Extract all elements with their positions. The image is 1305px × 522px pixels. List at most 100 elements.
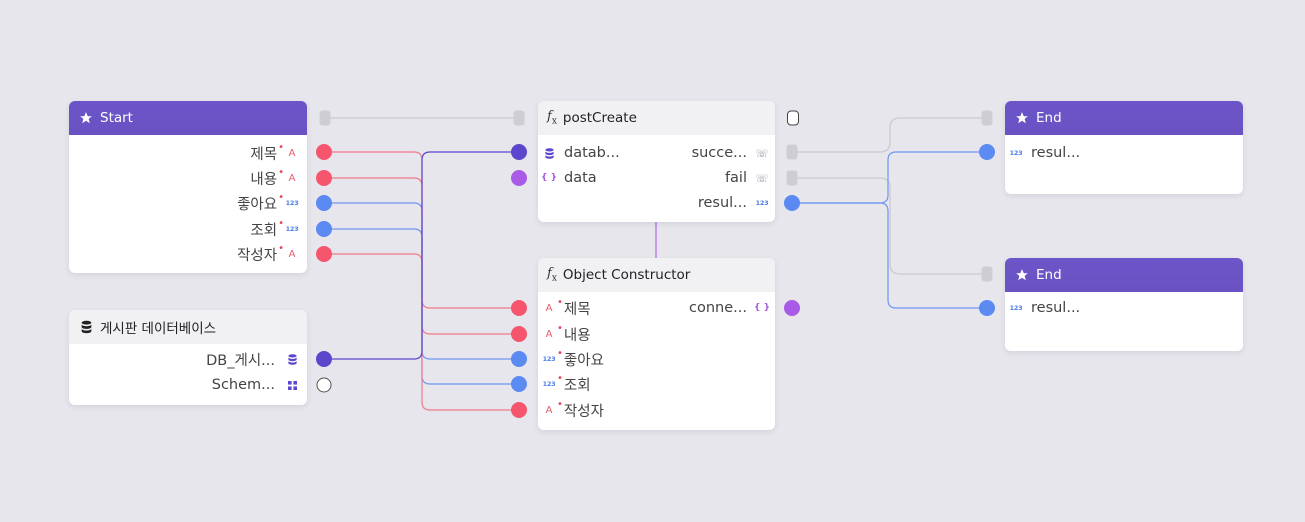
start-title-port[interactable] xyxy=(316,144,332,160)
number-type-icon: 123 xyxy=(755,199,769,207)
wire-views xyxy=(324,228,519,385)
wire-content xyxy=(324,177,519,335)
postcreate-exec-in-port[interactable] xyxy=(513,110,525,126)
postcreate-node-title: postCreate xyxy=(562,110,637,126)
fail-exec-out-port[interactable] xyxy=(786,170,798,186)
number-type-icon: 123 xyxy=(285,225,299,233)
postcreate-output-result: resul... 123 xyxy=(697,195,769,211)
postcreate-database-port[interactable] xyxy=(511,144,527,160)
start-output-title: 제목• A xyxy=(250,141,299,165)
number-type-icon: 123 xyxy=(542,355,556,363)
star-icon xyxy=(78,110,94,126)
database-type-icon xyxy=(285,352,299,366)
database-node[interactable]: 게시판 데이터베이스 DB_게시... Schem... xyxy=(69,310,307,405)
wire-title xyxy=(324,151,519,309)
end-2-input-result: 123 resul... xyxy=(1009,300,1081,316)
start-output-content: 내용• A xyxy=(250,166,299,190)
start-content-port[interactable] xyxy=(316,170,332,186)
wire-result-end2 xyxy=(792,202,987,309)
oc-connect-port[interactable] xyxy=(784,300,800,316)
end-node-1-title: End xyxy=(1036,110,1062,126)
wire-result-end1 xyxy=(792,151,987,204)
database-node-title: 게시판 데이터베이스 xyxy=(100,321,217,337)
callback-icon: ☏ xyxy=(755,146,769,160)
end-1-input-result: 123 resul... xyxy=(1009,145,1081,161)
postcreate-input-database: datab... xyxy=(542,141,620,165)
object-type-icon: { } xyxy=(541,173,557,183)
oc-input-views: 123• 조회 xyxy=(542,372,591,394)
text-type-icon: A xyxy=(288,248,296,260)
database-node-header[interactable]: 게시판 데이터베이스 xyxy=(69,310,307,344)
function-icon: fx xyxy=(547,109,557,127)
postcreate-input-data: { } data xyxy=(541,170,597,186)
oc-title-port[interactable] xyxy=(511,300,527,316)
end-node-2-header[interactable]: End xyxy=(1005,258,1243,292)
object-constructor-node-header[interactable]: fx Object Constructor xyxy=(538,258,775,292)
wire-likes xyxy=(324,202,519,360)
end-2-result-port[interactable] xyxy=(979,300,995,316)
number-type-icon: 123 xyxy=(542,380,556,388)
start-output-likes: 좋아요• 123 xyxy=(237,191,299,213)
start-likes-port[interactable] xyxy=(316,195,332,211)
database-icon xyxy=(78,319,94,335)
text-type-icon: A xyxy=(288,147,296,159)
end-1-exec-in-port[interactable] xyxy=(981,110,993,126)
end-node-1[interactable]: End 123 resul... xyxy=(1005,101,1243,194)
object-type-icon: { } xyxy=(754,303,770,313)
oc-author-port[interactable] xyxy=(511,402,527,418)
function-icon: fx xyxy=(547,266,557,284)
end-node-2-title: End xyxy=(1036,267,1062,283)
oc-input-author: A• 작성자 xyxy=(542,398,604,422)
star-icon xyxy=(1014,110,1030,126)
start-node-title: Start xyxy=(100,110,133,126)
start-node-header[interactable]: Start xyxy=(69,101,307,135)
oc-input-likes: 123• 좋아요 xyxy=(542,347,604,369)
end-node-2[interactable]: End 123 resul... xyxy=(1005,258,1243,351)
wire-exec-fail-to-end2 xyxy=(792,177,987,275)
postcreate-data-port[interactable] xyxy=(511,170,527,186)
db-schema-port[interactable] xyxy=(316,377,332,393)
db-database-port[interactable] xyxy=(316,351,332,367)
postcreate-result-port[interactable] xyxy=(784,195,800,211)
end-node-1-header[interactable]: End xyxy=(1005,101,1243,135)
number-type-icon: 123 xyxy=(285,199,299,207)
oc-content-port[interactable] xyxy=(511,326,527,342)
oc-input-title: A• 제목 xyxy=(542,296,591,320)
text-type-icon: A xyxy=(545,328,553,340)
start-exec-out-port[interactable] xyxy=(319,110,331,126)
oc-input-content: A• 내용 xyxy=(542,322,591,346)
oc-output-connect: conne... { } xyxy=(689,300,770,316)
wire-exec-success-to-end1 xyxy=(792,117,987,153)
wire-author xyxy=(324,253,519,411)
schema-type-icon xyxy=(285,378,299,392)
end-1-result-port[interactable] xyxy=(979,144,995,160)
db-output-database: DB_게시... xyxy=(206,347,299,371)
postcreate-output-fail: fail ☏ xyxy=(724,170,769,186)
text-type-icon: A xyxy=(545,302,553,314)
number-type-icon: 123 xyxy=(1009,149,1023,157)
start-views-port[interactable] xyxy=(316,221,332,237)
postcreate-node[interactable]: fx postCreate datab... { } data succe...… xyxy=(538,101,775,222)
callback-icon: ☏ xyxy=(755,171,769,185)
object-constructor-node[interactable]: fx Object Constructor A• 제목 A• 내용 123• 좋… xyxy=(538,258,775,430)
start-node[interactable]: Start 제목• A 내용• A 좋아요• 123 조회• 123 작성자• … xyxy=(69,101,307,273)
star-icon xyxy=(1014,267,1030,283)
start-author-port[interactable] xyxy=(316,246,332,262)
database-type-icon xyxy=(542,146,556,160)
oc-likes-port[interactable] xyxy=(511,351,527,367)
postcreate-node-header[interactable]: fx postCreate xyxy=(538,101,775,135)
number-type-icon: 123 xyxy=(1009,304,1023,312)
text-type-icon: A xyxy=(545,404,553,416)
postcreate-exec-out-port[interactable] xyxy=(787,110,799,126)
postcreate-output-success: succe... ☏ xyxy=(691,145,769,161)
end-2-exec-in-port[interactable] xyxy=(981,266,993,282)
text-type-icon: A xyxy=(288,172,296,184)
success-exec-out-port[interactable] xyxy=(786,144,798,160)
start-output-views: 조회• 123 xyxy=(250,217,299,239)
oc-views-port[interactable] xyxy=(511,376,527,392)
start-output-author: 작성자• A xyxy=(237,242,299,266)
object-constructor-node-title: Object Constructor xyxy=(562,267,691,283)
db-output-schema: Schem... xyxy=(212,373,299,397)
wire-database xyxy=(324,151,519,360)
